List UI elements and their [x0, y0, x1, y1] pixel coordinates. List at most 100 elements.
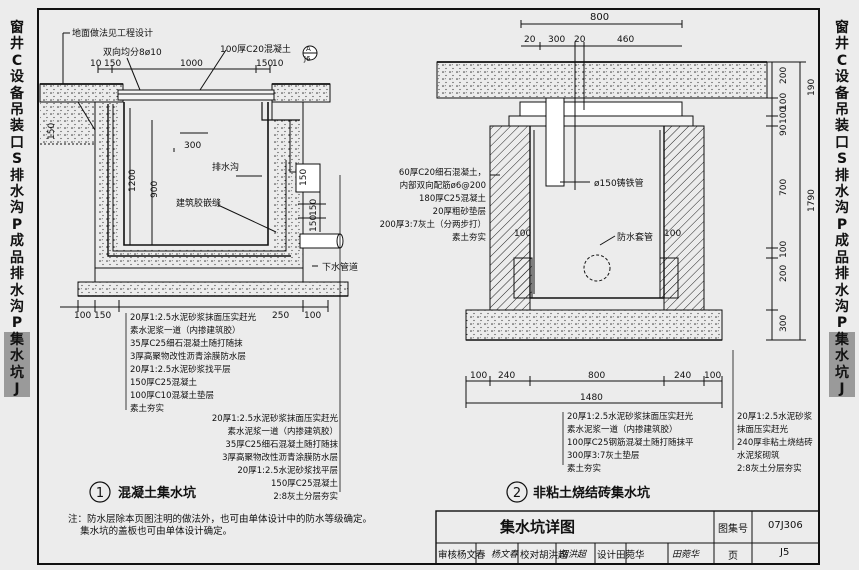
dim-text: 250 — [272, 311, 289, 321]
dim-text: 100 — [704, 371, 721, 381]
dim-text: 10 — [272, 59, 284, 69]
side-tab-char: J — [829, 380, 855, 398]
atlas-number: 07J306 — [768, 520, 803, 531]
side-tab-char: 井 — [835, 36, 849, 53]
layer-text: 素水泥浆一道（内掺建筑胶） — [130, 325, 241, 336]
layer-text: 3厚高聚物改性沥青涂膜防水层 — [222, 452, 338, 463]
view-number: 1 — [96, 486, 104, 501]
side-tab-char: 吊 — [10, 102, 24, 119]
dim-text: 900 — [150, 181, 160, 198]
side-tab-char: 吊 — [835, 102, 849, 119]
dim-text: 150 — [299, 169, 309, 186]
dim-text: 1790 — [807, 189, 817, 212]
label-sealant: 建筑胶嵌缝 — [176, 197, 221, 209]
dim-text: 460 — [617, 35, 634, 45]
layer-text: 100厚C25钢筋混凝土随打随抹平 — [567, 437, 694, 448]
drawing-title: 集水坑详图 — [500, 518, 576, 536]
side-tab-char: 坑 — [4, 364, 30, 381]
side-tab-char: 沟 — [10, 298, 24, 315]
page-label: 页 — [728, 551, 738, 562]
side-tab-char: 备 — [10, 85, 24, 102]
side-tab-char: 排 — [10, 266, 24, 283]
dim-text: 1200 — [128, 169, 138, 192]
layer-text: 2:8灰土分层夯实 — [737, 463, 802, 474]
side-tab-char: 水 — [835, 282, 849, 299]
layer-text: 水泥浆砌筑 — [737, 450, 780, 461]
side-tab-char: 成 — [835, 233, 849, 250]
dim-text: 100 — [470, 371, 487, 381]
side-tab-char: 口 — [835, 134, 849, 151]
layer-text: 内部双向配筋ø6@200 — [400, 180, 486, 191]
side-tab-char: 水 — [10, 282, 24, 299]
layer-text: 150厚C25混凝土 — [130, 377, 197, 388]
side-tab-char: 沟 — [835, 200, 849, 217]
review-signature: 杨文春 — [491, 550, 519, 560]
side-tab-char: 装 — [10, 118, 24, 135]
dim-text: 100 — [514, 229, 531, 239]
note-floor-finish: 地面做法见工程设计 — [72, 27, 153, 39]
side-tab-char: 水 — [10, 184, 24, 201]
layer-text: 抹面压实赶光 — [737, 424, 789, 435]
side-tab-char: 集 — [4, 331, 30, 349]
layer-text: 300厚3:7灰土垫层 — [567, 450, 639, 461]
note-cover-slab: 100厚C20混凝土 — [220, 43, 291, 55]
layer-text: 200厚3:7灰土（分两步打） — [380, 219, 486, 230]
dim-text: 300 — [548, 35, 565, 45]
side-tab-char: P — [836, 216, 848, 233]
dim-text: 200 — [779, 67, 789, 84]
layer-text: 240厚非粘土烧结砖 — [737, 437, 813, 448]
side-tab-char: S — [11, 151, 23, 168]
dim-text: 20 — [524, 35, 536, 45]
dim-text: 200 — [779, 265, 789, 282]
dim-text: 100 — [779, 241, 789, 258]
side-tab-char: 井 — [10, 36, 24, 53]
left-layer-list-outer: 20厚1:2.5水泥砂浆抹面压实赶光 素水泥浆一道（内掺建筑胶） 35厚C25细… — [130, 312, 257, 414]
dim-text: 240 — [674, 371, 691, 381]
label-waterproof-sleeve: 防水套管 — [617, 231, 653, 243]
drawing-frame — [37, 8, 820, 565]
dim-text: 100 — [304, 311, 321, 321]
dim-text: 150 — [47, 123, 57, 140]
right-section-drawing — [436, 20, 806, 465]
dim-text: 100 — [664, 229, 681, 239]
side-tab-char: 水 — [4, 348, 30, 365]
side-tab-char: 设 — [10, 69, 24, 86]
dim-text: 150 — [309, 215, 319, 232]
layer-text: 60厚C20细石混凝土， — [399, 167, 486, 178]
layer-text: 3厚高聚物改性沥青涂膜防水层 — [130, 351, 246, 362]
side-tab-char: 沟 — [835, 298, 849, 315]
page-number: J5 — [780, 547, 790, 558]
layer-text: 素水泥浆一道（内掺建筑胶） — [227, 426, 338, 437]
layer-text: 180厚C25混凝土 — [419, 193, 486, 204]
side-tab-char: 品 — [10, 249, 24, 266]
left-section-drawing — [39, 32, 349, 492]
side-tab-char: 备 — [835, 85, 849, 102]
dim-text: 100 — [74, 311, 91, 321]
view-title: 混凝土集水坑 — [118, 485, 196, 501]
side-tab-char: P — [11, 216, 23, 233]
dim-text: 100 — [779, 93, 789, 110]
side-tab-char: P — [836, 315, 848, 332]
layer-text: 20厚1:2.5水泥砂浆抹面压实赶光 — [212, 413, 339, 424]
dim-text: 90 — [779, 124, 789, 136]
side-tab-char: 排 — [835, 167, 849, 184]
side-tab-char: 窗 — [10, 20, 24, 36]
design-field: 设计田菀华 — [597, 550, 645, 561]
side-tab-char: S — [836, 151, 848, 168]
dim-text: 240 — [498, 371, 515, 381]
dim-text: 150 — [94, 311, 111, 321]
side-tab-char: 排 — [10, 167, 24, 184]
dim-text: 300 — [779, 315, 789, 332]
side-tab-char: J — [4, 380, 30, 398]
check-signature: 胡洪超 — [559, 550, 587, 560]
layer-text: 2:8灰土分层夯实 — [273, 491, 338, 502]
dim-text: 150 — [309, 199, 319, 216]
right-bottom-layer-list: 20厚1:2.5水泥砂浆抹面压实赶光 素水泥浆一道（内掺建筑胶） 100厚C25… — [567, 411, 694, 474]
layer-text: 20厚粗砂垫层 — [433, 206, 486, 217]
layer-text: 20厚1:2.5水泥砂浆找平层 — [237, 465, 338, 476]
side-tab-char: 窗 — [835, 20, 849, 36]
